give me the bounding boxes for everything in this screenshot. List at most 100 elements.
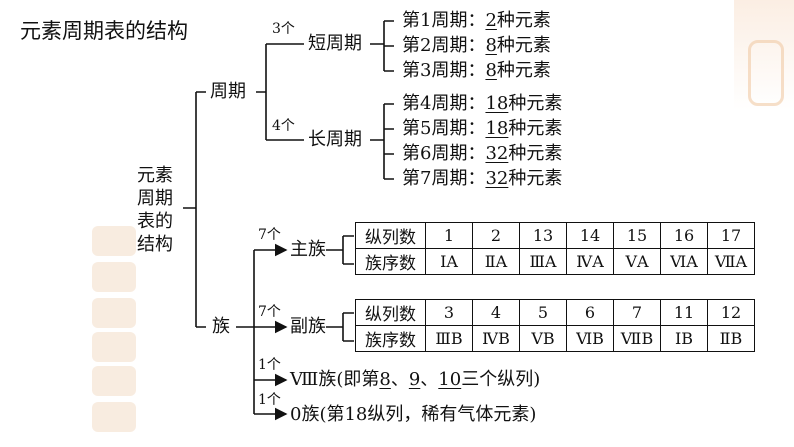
viii-group-count: 1个: [258, 357, 281, 373]
element-count: 2: [485, 10, 497, 31]
element-unit: 种元素: [508, 118, 563, 139]
short-period-bracket: [370, 20, 394, 72]
group-number: ⅢB: [425, 325, 473, 352]
sub-table-bracket: [326, 312, 354, 342]
root-label-line: 结构: [137, 234, 173, 255]
long-period-count: 4个: [272, 118, 295, 134]
column-number: 17: [707, 222, 755, 249]
long-period-item: 第6周期：32种元素: [402, 145, 562, 163]
long-period-item: 第5周期：18种元素: [402, 120, 562, 138]
element-count: 18: [485, 93, 509, 114]
page-title: 元素周期表的结构: [20, 19, 188, 43]
group-number: ⅣB: [472, 325, 520, 352]
element-unit: 种元素: [496, 60, 551, 81]
group-number: ⅠB: [660, 325, 708, 352]
root-label-line: 元素: [137, 165, 173, 186]
group-number: ⅠA: [425, 248, 473, 275]
column-number: 4: [472, 299, 520, 326]
separator: 、: [390, 369, 409, 390]
column-number: 7: [613, 299, 661, 326]
long-period-bracket: [370, 103, 394, 180]
main-group-table: 纵列数 1 2 13 14 15 16 17 族序数 ⅠA ⅡA ⅢA ⅣA Ⅴ…: [355, 222, 755, 275]
row-header: 纵列数: [355, 222, 426, 249]
long-period-item: 第4周期：18种元素: [402, 95, 562, 113]
row-header: 族序数: [355, 248, 426, 275]
seal-stamp-decoration: [92, 402, 136, 432]
column-number: 6: [566, 299, 614, 326]
sub-group-label: 副族: [290, 316, 326, 337]
element-unit: 种元素: [508, 93, 563, 114]
row-header: 族序数: [355, 325, 426, 352]
short-period-label: 短周期: [308, 33, 362, 54]
zero-group-count: 1个: [258, 392, 281, 408]
short-period-item: 第1周期：2种元素: [402, 12, 551, 30]
separator: 、: [420, 369, 439, 390]
zero-group-label: 0族(第18纵列，稀有气体元素): [290, 404, 537, 425]
seal-stamp-decoration: [92, 262, 136, 292]
viii-group-suffix: 三个纵列): [461, 369, 541, 390]
column-number: 14: [566, 222, 614, 249]
group-label: 族: [212, 316, 230, 337]
short-period-item: 第2周期：8种元素: [402, 37, 551, 55]
element-count: 18: [485, 118, 509, 139]
column-number: 2: [472, 222, 520, 249]
column-number: 11: [660, 299, 708, 326]
group-number: ⅤB: [519, 325, 567, 352]
group-number: ⅡB: [707, 325, 755, 352]
short-period-item: 第3周期：8种元素: [402, 62, 551, 80]
period-label: 周期: [210, 81, 246, 102]
period-bracket: [256, 43, 304, 141]
element-count: 32: [485, 143, 509, 164]
group-number: ⅣA: [566, 248, 614, 275]
table-row: 族序数 ⅢB ⅣB ⅤB ⅥB ⅦB ⅠB ⅡB: [355, 325, 755, 352]
group-number: ⅦA: [707, 248, 755, 275]
corner-decoration: [734, 0, 794, 110]
main-table-bracket: [326, 235, 354, 265]
seal-stamp-decoration: [92, 332, 136, 362]
period-name: 第4周期：: [402, 93, 486, 114]
seal-stamp-decoration: [92, 226, 136, 256]
short-period-count: 3个: [272, 21, 295, 37]
row-header: 纵列数: [355, 299, 426, 326]
table-row: 纵列数 1 2 13 14 15 16 17: [355, 222, 755, 249]
sub-group-count: 7个: [258, 304, 281, 320]
group-number: ⅥA: [660, 248, 708, 275]
period-name: 第7周期：: [402, 168, 486, 189]
period-name: 第1周期：: [402, 10, 486, 31]
element-unit: 种元素: [508, 168, 563, 189]
column-number: 9: [408, 369, 421, 390]
element-unit: 种元素: [508, 143, 563, 164]
column-number: 13: [519, 222, 567, 249]
element-count: 32: [485, 168, 509, 189]
element-unit: 种元素: [496, 10, 551, 31]
corner-seal-decoration: [748, 40, 784, 106]
root-bracket: [183, 91, 206, 328]
viii-group-label: Ⅷ族(即第8、9、10三个纵列): [290, 371, 540, 389]
group-number: ⅡA: [472, 248, 520, 275]
root-label-line: 表的: [137, 211, 173, 232]
column-number: 12: [707, 299, 755, 326]
main-group-count: 7个: [258, 227, 281, 243]
period-name: 第5周期：: [402, 118, 486, 139]
element-unit: 种元素: [496, 35, 551, 56]
main-group-label: 主族: [290, 239, 326, 260]
column-number: 1: [425, 222, 473, 249]
table-row: 纵列数 3 4 5 6 7 11 12: [355, 299, 755, 326]
period-name: 第6周期：: [402, 143, 486, 164]
viii-group-prefix: Ⅷ族(即第: [290, 369, 380, 390]
element-count: 8: [485, 35, 497, 56]
long-period-item: 第7周期：32种元素: [402, 170, 562, 188]
root-label-line: 周期: [137, 188, 173, 209]
group-bracket: [236, 250, 255, 414]
sub-group-table: 纵列数 3 4 5 6 7 11 12 族序数 ⅢB ⅣB ⅤB ⅥB ⅦB Ⅰ…: [355, 299, 755, 352]
column-number: 3: [425, 299, 473, 326]
group-number: ⅦB: [613, 325, 661, 352]
column-number: 15: [613, 222, 661, 249]
period-name: 第2周期：: [402, 35, 486, 56]
table-row: 族序数 ⅠA ⅡA ⅢA ⅣA ⅤA ⅥA ⅦA: [355, 248, 755, 275]
element-count: 8: [485, 60, 497, 81]
column-number: 8: [379, 369, 391, 390]
column-number: 16: [660, 222, 708, 249]
group-number: ⅥB: [566, 325, 614, 352]
